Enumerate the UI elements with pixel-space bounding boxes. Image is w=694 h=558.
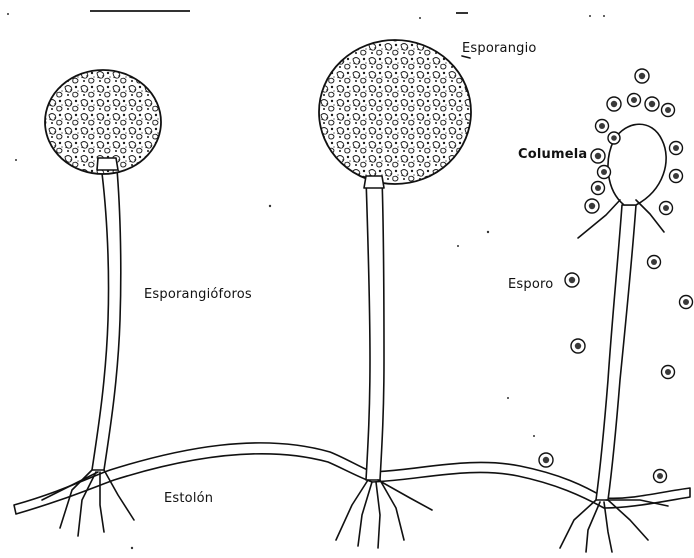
spore-icon: [591, 149, 605, 163]
spore-icon: [670, 142, 683, 155]
label-stolon: Estolón: [164, 491, 213, 506]
spore-icon: [608, 132, 620, 144]
spore-icon: [635, 69, 649, 83]
label-sporangium: Esporangio: [462, 41, 537, 56]
spore-icon: [585, 199, 599, 213]
spore-icon: [645, 97, 659, 111]
spore-icon: [592, 182, 605, 195]
label-columella: Columela: [518, 147, 587, 162]
label-sporangiophores: Esporangióforos: [144, 287, 252, 302]
sporangium-leader-line: [462, 56, 470, 58]
spore-icon: [628, 94, 641, 107]
spore-icon: [662, 104, 675, 117]
spore-icon: [660, 202, 673, 215]
spore-icon: [607, 97, 621, 111]
spore-icon: [565, 273, 579, 287]
rhizoids-center: [336, 480, 432, 548]
spore-icon: [680, 296, 693, 309]
label-spore: Esporo: [508, 277, 553, 292]
spore-icon: [648, 256, 661, 269]
spore-icon: [662, 366, 675, 379]
spore-icon: [596, 120, 609, 133]
spore-icon: [539, 453, 553, 467]
spore-icon: [670, 170, 683, 183]
stolon: [14, 443, 690, 514]
sporangium-center: [319, 40, 471, 184]
spore-icon: [571, 339, 585, 353]
spore-icon: [654, 470, 667, 483]
spore-icon: [598, 166, 611, 179]
